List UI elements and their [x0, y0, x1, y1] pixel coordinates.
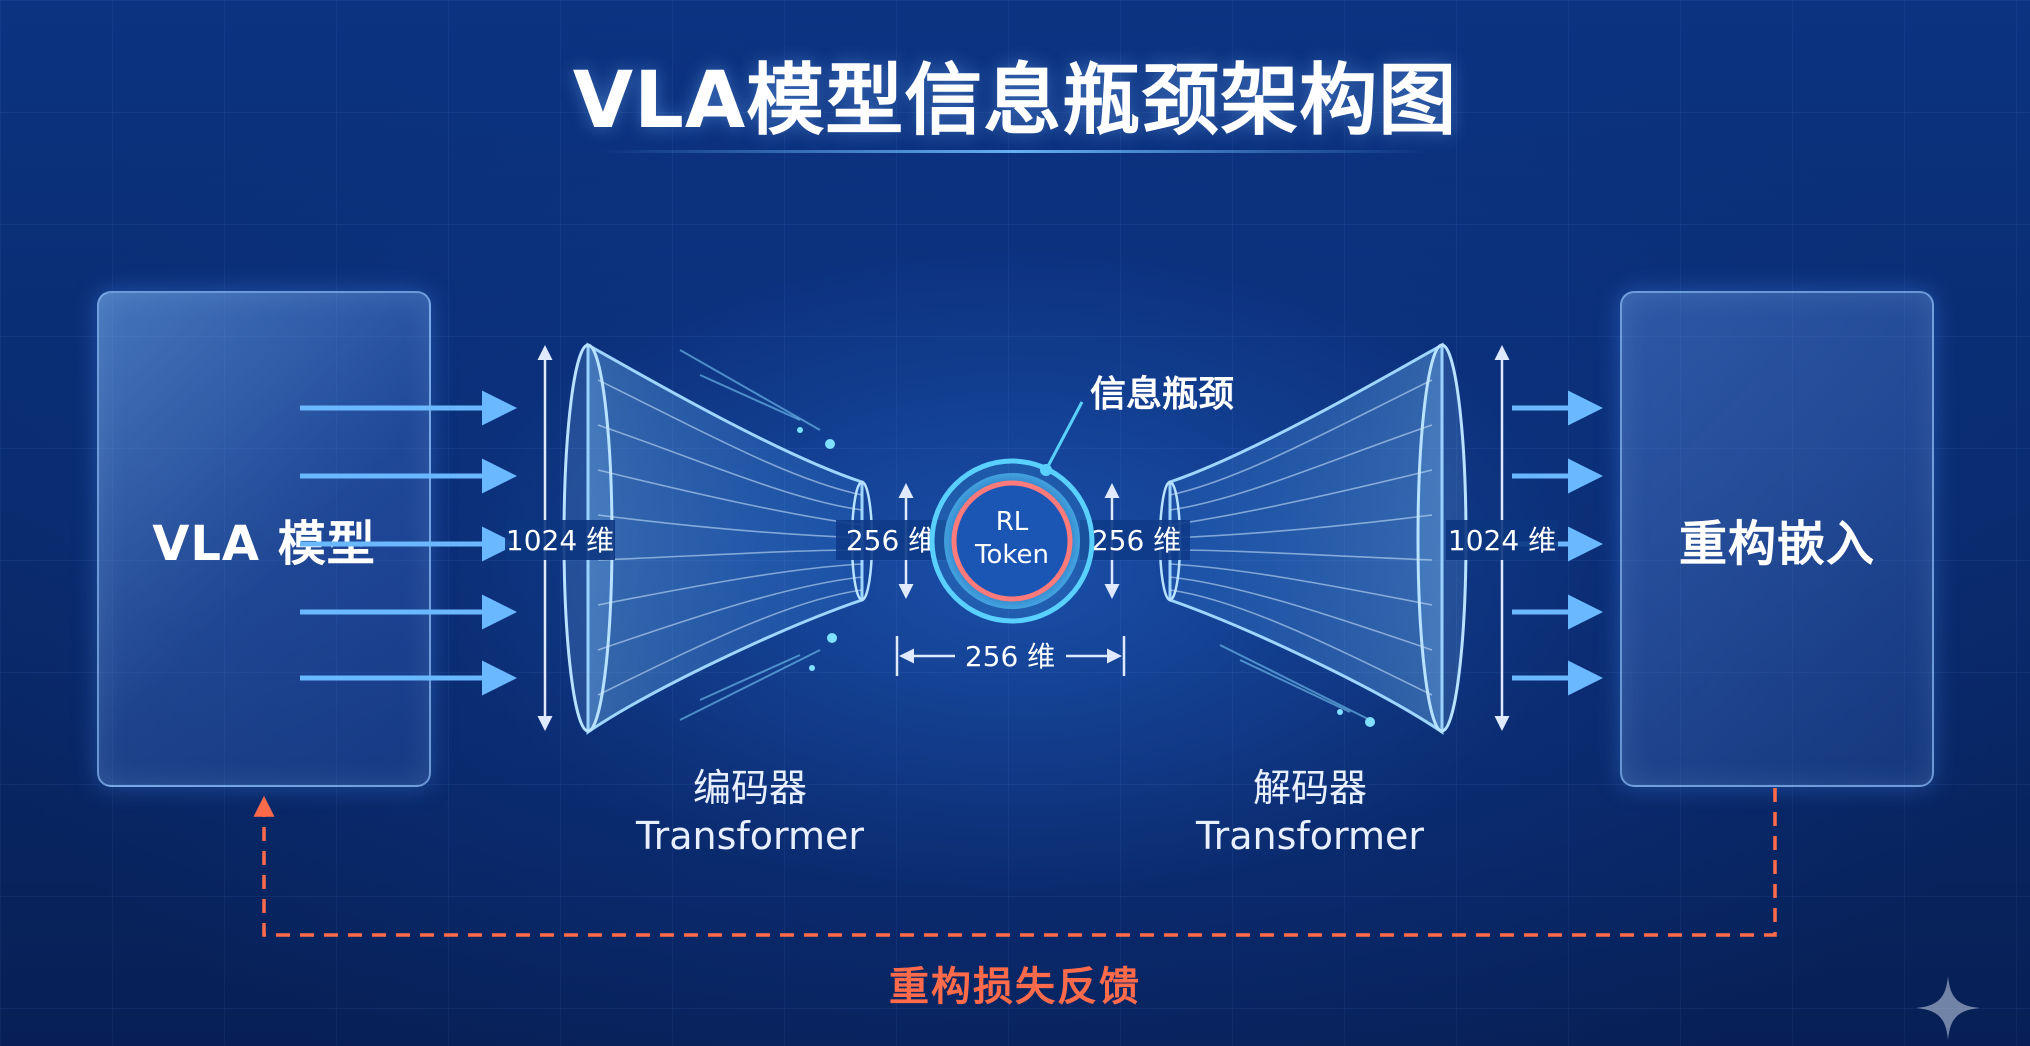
- decoder-type: Transformer: [1195, 814, 1425, 858]
- light-streaks: [679, 349, 1371, 721]
- glow-particles: [797, 427, 1375, 727]
- feedback-loop: [253, 788, 1777, 937]
- decoder-caption: 解码器 Transformer: [1140, 764, 1480, 860]
- encoder-in-dim-label: 1024 维: [506, 524, 614, 557]
- input-arrows: [300, 390, 517, 696]
- rl-token-line2: Token: [974, 540, 1049, 570]
- sparkle-icon: [1916, 976, 1980, 1040]
- encoder-caption: 编码器 Transformer: [580, 764, 920, 860]
- encoder-name: 编码器: [692, 766, 807, 810]
- bottleneck-leader-dot: [1040, 464, 1052, 476]
- decoder-in-dim-label: 256 维: [1091, 524, 1181, 557]
- title-underline: [600, 150, 1430, 153]
- decoder-out-dim-label: 1024 维: [1448, 524, 1556, 557]
- encoder-out-dim-label: 256 维: [846, 524, 936, 557]
- reconstructed-embedding-panel: 重构嵌入: [1620, 291, 1934, 787]
- page-title: VLA模型信息瓶颈架构图: [572, 56, 1458, 146]
- bottleneck-label: 信息瓶颈: [1090, 374, 1235, 415]
- rl-token: RL Token: [929, 458, 1095, 624]
- token-dim-label: 256 维: [965, 640, 1055, 673]
- encoder-type: Transformer: [635, 814, 865, 858]
- vla-model-panel: VLA 模型: [97, 291, 431, 787]
- reconstructed-embedding-label: 重构嵌入: [1678, 516, 1875, 572]
- rl-token-line1: RL: [996, 507, 1029, 537]
- bottleneck-leader-line: [1044, 401, 1084, 471]
- dimension-labels: 1024 维 256 维 256 维 1024 维 256 维: [505, 520, 1558, 673]
- feedback-label: 重构损失反馈: [889, 964, 1141, 1010]
- decoder-name: 解码器: [1252, 766, 1367, 810]
